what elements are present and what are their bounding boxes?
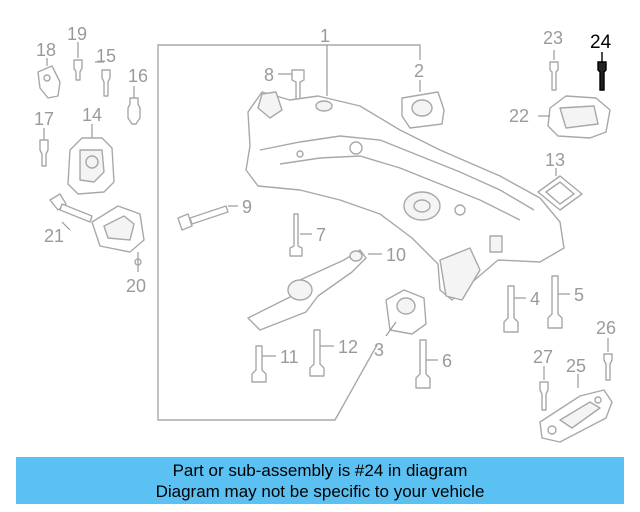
- parts-diagram: 1 2 3 4 5 6 7 8 9 10 11 12 13 14 15 16 1…: [34, 24, 616, 443]
- callout-15: 15: [96, 46, 116, 66]
- part-10-torque-rod: [247, 249, 382, 331]
- banner-line-1: Part or sub-assembly is #24 in diagram: [172, 461, 468, 480]
- callout-13: 13: [545, 150, 565, 170]
- part-24-bolt-highlighted: [597, 52, 607, 91]
- callout-19: 19: [67, 24, 87, 44]
- assembly-bracket: [157, 44, 421, 421]
- part-16-stud: [127, 86, 141, 125]
- callout-27: 27: [533, 347, 553, 367]
- callout-17: 17: [34, 109, 54, 129]
- part-18-plate: [37, 58, 61, 99]
- callout-20: 20: [126, 276, 146, 296]
- part-5-bolt: [547, 275, 570, 329]
- banner-line-2: Diagram may not be specific to your vehi…: [155, 482, 485, 501]
- callout-23: 23: [543, 28, 563, 48]
- callout-22: 22: [509, 106, 529, 126]
- part-4-bolt: [503, 285, 526, 333]
- part-15-bolt: [95, 61, 111, 97]
- part-23-bolt: [549, 50, 559, 91]
- part-3-bushing: [385, 289, 427, 337]
- callout-12: 12: [338, 337, 358, 357]
- part-21-bolt: [49, 193, 93, 231]
- callout-3: 3: [374, 340, 384, 360]
- part-19-bolt: [73, 42, 83, 81]
- callout-6: 6: [442, 351, 452, 371]
- callout-2: 2: [414, 61, 424, 81]
- callout-16: 16: [128, 66, 148, 86]
- part-17-bolt: [39, 128, 49, 167]
- callout-4: 4: [530, 289, 540, 309]
- part-9-bolt: [177, 205, 238, 231]
- info-banner: Part or sub-assembly is #24 in diagram D…: [16, 457, 624, 504]
- part-20-bracket: [91, 205, 145, 272]
- part-1-subframe: [245, 45, 565, 301]
- callout-8: 8: [264, 65, 274, 85]
- callout-14: 14: [82, 105, 102, 125]
- part-25-bracket: [539, 374, 613, 443]
- part-6-bolt: [415, 339, 438, 389]
- callout-10: 10: [386, 245, 406, 265]
- callout-24: 24: [590, 32, 612, 53]
- callout-18: 18: [36, 40, 56, 60]
- part-13-pad: [537, 168, 583, 211]
- part-14-engine-mount: [67, 124, 115, 195]
- callout-11: 11: [280, 347, 299, 367]
- part-12-bolt: [309, 329, 334, 377]
- callout-21: 21: [44, 226, 64, 246]
- callout-7: 7: [316, 225, 326, 245]
- part-26-stud: [603, 338, 613, 381]
- callout-9: 9: [242, 197, 252, 217]
- part-7-bolt: [289, 213, 312, 257]
- callout-5: 5: [574, 285, 584, 305]
- callout-26: 26: [596, 318, 616, 338]
- part-11-bolt: [251, 345, 276, 383]
- callout-1: 1: [320, 26, 330, 46]
- part-22-transmission-mount: [538, 95, 611, 139]
- callout-25: 25: [566, 356, 586, 376]
- part-2-bushing: [401, 80, 445, 129]
- part-27-bolt: [539, 366, 549, 411]
- callout-labels: 1 2 3 4 5 6 7 8 9 10 11 12 13 14 15 16 1…: [34, 24, 616, 376]
